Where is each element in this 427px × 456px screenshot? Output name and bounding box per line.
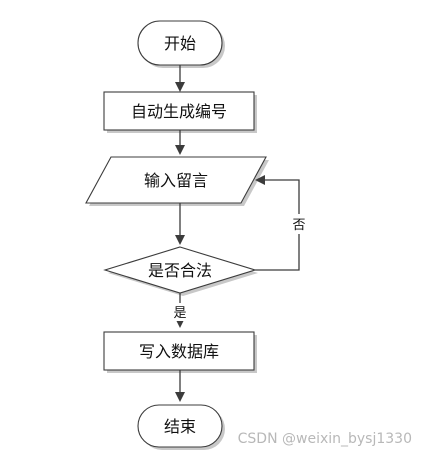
generate-id-label: 自动生成编号 — [131, 102, 227, 121]
end-node: 结束 — [137, 404, 225, 450]
end-label: 结束 — [164, 417, 196, 436]
is-valid-label: 是否合法 — [148, 261, 212, 280]
edge-label-no: 否 — [292, 218, 305, 233]
input-message-label: 输入留言 — [144, 171, 208, 190]
input-message-node: 输入留言 — [85, 156, 269, 206]
is-valid-node: 是否合法 — [103, 246, 258, 296]
write-db-node: 写入数据库 — [103, 331, 257, 373]
write-db-label: 写入数据库 — [139, 342, 219, 361]
start-node: 开始 — [137, 20, 225, 68]
generate-id-node: 自动生成编号 — [103, 91, 257, 133]
edge-label-yes: 是 — [173, 306, 186, 321]
watermark-text: CSDN @weixin_bysj1330 — [238, 431, 412, 447]
start-label: 开始 — [164, 34, 196, 53]
